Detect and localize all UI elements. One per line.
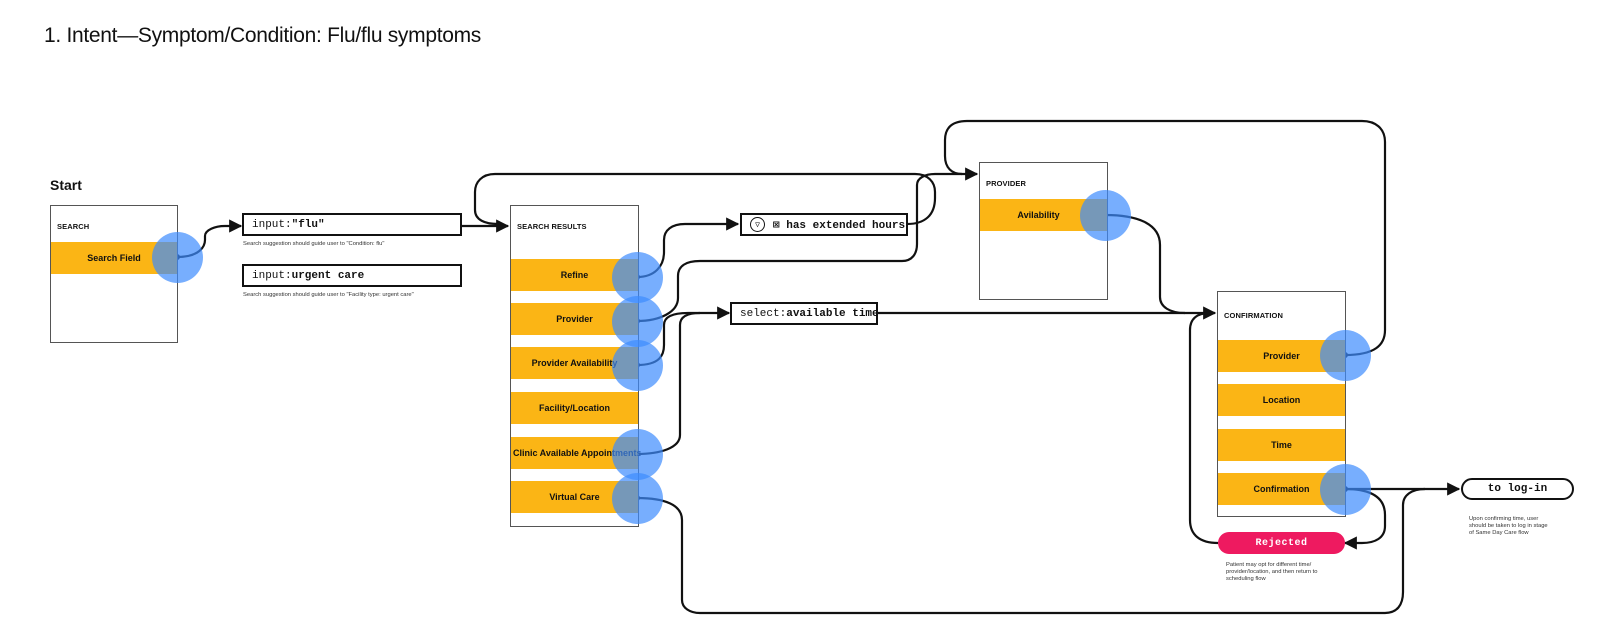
confirmation-confirm-hotspot[interactable] (1320, 464, 1371, 515)
connector-confirm-provider-loop (943, 119, 1387, 357)
results-facility-location[interactable]: Facility/Location (511, 392, 638, 424)
extended-hours-tag[interactable]: ▽ ⊠ has extended hours (740, 213, 908, 236)
virtual-care-hotspot[interactable] (612, 473, 663, 524)
input-flu-value: "flu" (291, 218, 325, 231)
input-urgent-care-value: urgent care (291, 269, 365, 282)
provider-availability-hotspot[interactable] (1080, 190, 1131, 241)
input-flu-key: input: (252, 218, 292, 231)
availability-hotspot[interactable] (612, 340, 663, 391)
provider-hotspot[interactable] (612, 296, 663, 347)
input-flu-tag[interactable]: input:"flu" (242, 213, 462, 236)
connector-extended-loop (473, 172, 937, 226)
confirmation-screen: CONFIRMATION Provider Location Time Conf… (1217, 291, 1346, 517)
connector-virtual-care-to-login (636, 487, 1426, 615)
start-label: Start (50, 177, 82, 193)
confirmation-time[interactable]: Time (1218, 429, 1345, 461)
select-key: select: (740, 307, 787, 320)
connector-provider-to-provider-screen (636, 167, 979, 323)
provider-screen-title: PROVIDER (986, 179, 1026, 188)
connector-rejected-to-confirmation (1188, 311, 1219, 545)
refine-hotspot[interactable] (612, 252, 663, 303)
input-urgent-care-note: Search suggestion should guide user to "… (243, 292, 414, 298)
select-available-time-tag[interactable]: select:available time (730, 302, 879, 325)
search-field-hotspot[interactable] (152, 232, 203, 283)
input-flu-note: Search suggestion should guide user to "… (243, 241, 385, 247)
select-value: available time (786, 307, 879, 320)
search-results-title: SEARCH RESULTS (517, 222, 587, 231)
rejected-badge[interactable]: Rejected (1218, 532, 1345, 554)
clinic-appointments-hotspot[interactable] (612, 429, 663, 480)
rejected-note: Patient may opt for different time/ prov… (1226, 562, 1318, 582)
filter-icon: ▽ (750, 217, 765, 232)
extended-hours-text: ⊠ has extended hours (773, 219, 906, 232)
search-screen-title: SEARCH (57, 222, 90, 231)
connector-avail-to-confirmation (1104, 213, 1186, 315)
confirmation-location[interactable]: Location (1218, 384, 1345, 416)
confirmation-title: CONFIRMATION (1224, 311, 1283, 320)
login-pill[interactable]: to log-in (1461, 478, 1574, 500)
page-title: 1. Intent—Symptom/Condition: Flu/flu sym… (44, 24, 482, 47)
input-urgent-care-tag[interactable]: input:urgent care (242, 264, 462, 287)
input-urgent-care-key: input: (252, 269, 292, 282)
confirmation-provider-hotspot[interactable] (1320, 330, 1371, 381)
login-note: Upon confirming time, user should be tak… (1469, 516, 1548, 536)
